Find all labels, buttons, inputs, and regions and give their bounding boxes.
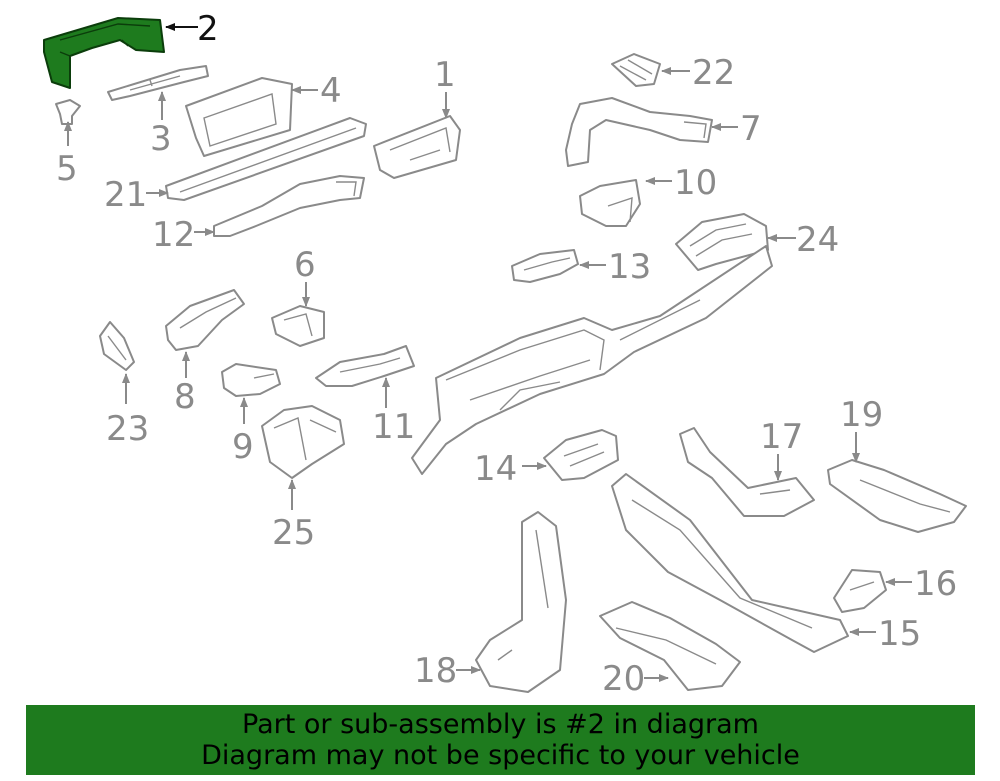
svg-text:6: 6: [294, 245, 316, 285]
part-23-seal[interactable]: [99, 321, 135, 371]
part-9-connector[interactable]: [221, 363, 281, 397]
callout-14: 14: [474, 449, 547, 489]
svg-text:4: 4: [320, 71, 342, 111]
callout-17: 17: [760, 417, 803, 481]
callout-3: 3: [150, 91, 172, 159]
svg-text:8: 8: [174, 377, 196, 417]
svg-text:1: 1: [434, 55, 456, 95]
part-15-floor-duct[interactable]: [611, 473, 849, 653]
svg-text:13: 13: [608, 247, 651, 287]
svg-text:14: 14: [474, 449, 517, 489]
svg-text:18: 18: [414, 651, 457, 691]
part-4-vent-frame[interactable]: [185, 77, 293, 157]
callout-5: 5: [56, 121, 78, 189]
callout-9: 9: [232, 397, 254, 467]
callout-24: 24: [767, 220, 839, 260]
svg-text:17: 17: [760, 417, 803, 457]
part-5-clip[interactable]: [55, 99, 81, 125]
callout-4: 4: [291, 71, 342, 111]
part-17-duct[interactable]: [679, 427, 815, 517]
part-7-duct[interactable]: [565, 97, 713, 167]
part-18-rear-duct[interactable]: [475, 511, 567, 693]
callout-2: 2: [165, 9, 219, 49]
callout-12: 12: [152, 215, 215, 255]
banner-line-2: Diagram may not be specific to your vehi…: [201, 740, 800, 771]
svg-text:15: 15: [878, 614, 921, 654]
part-20-duct[interactable]: [599, 601, 741, 691]
svg-text:11: 11: [372, 407, 415, 447]
callout-22: 22: [661, 53, 735, 93]
callout-11: 11: [372, 377, 415, 447]
svg-text:9: 9: [232, 427, 254, 467]
part-10-connector[interactable]: [579, 179, 641, 227]
svg-text:24: 24: [796, 220, 839, 260]
part-3-bracket[interactable]: [107, 65, 209, 101]
part-16-connector[interactable]: [833, 569, 887, 613]
svg-text:10: 10: [674, 163, 717, 203]
info-banner: Part or sub-assembly is #2 in diagram Di…: [26, 705, 975, 775]
callout-15: 15: [849, 614, 921, 654]
callout-23: 23: [106, 373, 149, 449]
svg-text:23: 23: [106, 409, 149, 449]
parts-diagram: 2 3 4 5 21 12 1 22 7 10 24 13: [43, 9, 967, 699]
part-25-vent-housing[interactable]: [261, 405, 345, 479]
part-8-duct[interactable]: [165, 289, 245, 351]
svg-text:7: 7: [740, 109, 762, 149]
callout-25: 25: [272, 479, 315, 553]
main-duct-assembly[interactable]: [411, 245, 773, 475]
part-13-connector[interactable]: [511, 249, 579, 283]
svg-text:2: 2: [197, 9, 219, 49]
callout-8: 8: [174, 351, 196, 417]
callout-16: 16: [885, 564, 957, 604]
callout-7: 7: [711, 109, 762, 149]
part-6-connector[interactable]: [271, 305, 325, 347]
callout-20: 20: [602, 659, 669, 699]
callout-6: 6: [294, 245, 316, 307]
callout-13: 13: [579, 247, 651, 287]
svg-text:3: 3: [150, 119, 172, 159]
part-22-filter[interactable]: [611, 53, 661, 87]
svg-text:20: 20: [602, 659, 645, 699]
callout-18: 18: [414, 651, 481, 691]
svg-text:12: 12: [152, 215, 195, 255]
svg-text:25: 25: [272, 513, 315, 553]
callout-19: 19: [840, 395, 883, 463]
part-2-duct[interactable]: [43, 17, 165, 89]
svg-text:21: 21: [104, 175, 147, 215]
callout-21: 21: [104, 175, 169, 215]
callout-10: 10: [645, 163, 717, 203]
part-14-connector[interactable]: [543, 429, 619, 481]
part-19-duct[interactable]: [827, 459, 967, 533]
svg-text:16: 16: [914, 564, 957, 604]
part-11-bracket[interactable]: [315, 345, 415, 387]
callout-1: 1: [434, 55, 456, 119]
svg-text:22: 22: [692, 53, 735, 93]
part-21-trim-strip[interactable]: [165, 117, 367, 201]
banner-line-1: Part or sub-assembly is #2 in diagram: [242, 709, 759, 740]
svg-text:19: 19: [840, 395, 883, 435]
part-1-duct[interactable]: [373, 115, 461, 179]
svg-text:5: 5: [56, 149, 78, 189]
part-12-duct[interactable]: [213, 175, 365, 237]
